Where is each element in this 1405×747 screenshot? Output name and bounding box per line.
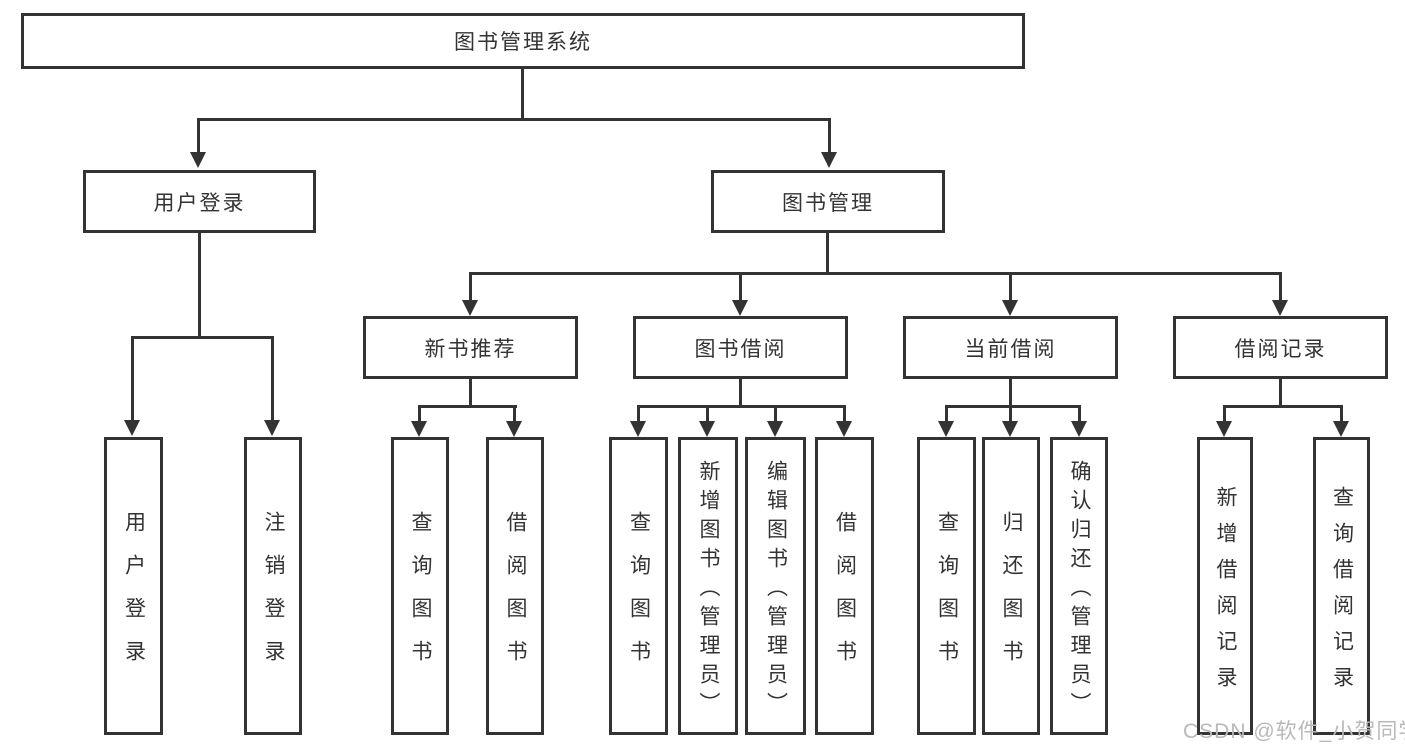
connector-stem-nbr-query xyxy=(418,405,421,422)
connector-bb-split xyxy=(637,405,846,408)
connector-br-split xyxy=(1223,405,1343,408)
leaf-bb-borrow-books: 借阅图书 xyxy=(815,437,874,735)
leaf-nbr-query-books-label: 查询图书 xyxy=(409,511,432,683)
connector-stem-cb-return xyxy=(1009,405,1012,422)
connector-stem-nbr-borrow xyxy=(513,405,516,422)
leaf-br-query-record-label: 查询借阅记录 xyxy=(1330,485,1354,702)
connector-cb-stub xyxy=(1009,377,1012,407)
arrowhead-cb-confirm xyxy=(1071,421,1087,437)
arrowhead-bb-query xyxy=(630,421,646,437)
node-book-borrowing: 图书借阅 xyxy=(633,316,848,379)
arrowhead-bb-edit xyxy=(767,421,783,437)
connector-stem-current-borrowing xyxy=(1009,272,1012,302)
leaf-logout: 注销登录 xyxy=(244,437,302,735)
connector-nbr-split xyxy=(418,405,517,408)
connector-stem-bb-borrow xyxy=(843,405,846,422)
leaf-bb-borrow-books-label: 借阅图书 xyxy=(833,511,857,683)
connector-stem-book-management xyxy=(828,118,831,156)
leaf-br-query-record: 查询借阅记录 xyxy=(1313,437,1370,735)
arrowhead-borrow-records xyxy=(1272,300,1288,316)
connector-book-management-stub xyxy=(826,231,829,275)
connector-stem-cb-confirm xyxy=(1078,405,1081,422)
connector-stem-new-book-recommend xyxy=(469,272,472,302)
arrowhead-br-add xyxy=(1216,421,1232,437)
leaf-cb-confirm-return-admin: 确认归还（管理员） xyxy=(1050,437,1108,735)
arrowhead-cb-query xyxy=(938,421,954,437)
leaf-user-login: 用户登录 xyxy=(104,437,163,735)
arrowhead-nbr-borrow xyxy=(506,421,522,437)
connector-stem-user-login xyxy=(197,118,200,156)
connector-stem-login xyxy=(131,336,134,422)
csdn-watermark: CSDN @软件_小贺同学 xyxy=(1183,720,1405,743)
leaf-bb-query-books-label: 查询图书 xyxy=(627,511,651,683)
connector-stem-br-add xyxy=(1223,405,1226,422)
leaf-logout-label: 注销登录 xyxy=(262,511,285,683)
leaf-cb-return-books-label: 归还图书 xyxy=(1000,511,1023,683)
arrowhead-current-borrowing xyxy=(1002,300,1018,316)
leaf-br-add-record-label: 新增借阅记录 xyxy=(1214,485,1237,702)
connector-nbr-stub xyxy=(469,377,472,407)
arrowhead-book-management xyxy=(821,152,837,168)
connector-stem-logout xyxy=(271,336,274,422)
leaf-bb-edit-books-admin: 编辑图书（管理员） xyxy=(745,437,806,735)
leaf-nbr-borrow-books-label: 借阅图书 xyxy=(504,511,527,683)
connector-book-management-split xyxy=(469,272,1282,275)
node-user-login: 用户登录 xyxy=(83,170,316,233)
connector-br-stub xyxy=(1279,377,1282,407)
leaf-nbr-borrow-books: 借阅图书 xyxy=(486,437,544,735)
connector-root-split xyxy=(197,118,831,121)
connector-user-login-split xyxy=(131,336,274,339)
node-book-management: 图书管理 xyxy=(711,170,945,233)
arrowhead-login xyxy=(124,420,140,436)
leaf-user-login-label: 用户登录 xyxy=(122,511,146,683)
leaf-bb-add-books-admin: 新增图书（管理员） xyxy=(678,437,738,735)
leaf-cb-return-books: 归还图书 xyxy=(982,437,1040,735)
arrowhead-br-query xyxy=(1333,421,1349,437)
arrowhead-logout xyxy=(264,420,280,436)
arrowhead-bb-add xyxy=(699,421,715,437)
connector-root-stub xyxy=(521,66,524,120)
arrowhead-book-borrowing xyxy=(732,300,748,316)
leaf-cb-query-books: 查询图书 xyxy=(917,437,976,735)
connector-cb-split xyxy=(945,405,1081,408)
arrowhead-cb-return xyxy=(1002,421,1018,437)
leaf-nbr-query-books: 查询图书 xyxy=(391,437,449,735)
leaf-cb-confirm-return-admin-label: 确认归还（管理员） xyxy=(1068,459,1091,721)
node-borrow-records: 借阅记录 xyxy=(1173,316,1388,379)
leaf-cb-query-books-label: 查询图书 xyxy=(935,511,959,683)
connector-user-login-stub xyxy=(198,231,201,336)
leaf-bb-add-books-admin-label: 新增图书（管理员） xyxy=(697,459,720,721)
arrowhead-user-login xyxy=(190,152,206,168)
leaf-bb-edit-books-admin-label: 编辑图书（管理员） xyxy=(764,459,788,721)
node-library-system: 图书管理系统 xyxy=(21,13,1025,69)
connector-stem-cb-query xyxy=(945,405,948,422)
connector-stem-borrow-records xyxy=(1279,272,1282,302)
connector-stem-bb-query xyxy=(637,405,640,422)
connector-stem-bb-add xyxy=(706,405,709,422)
connector-stem-book-borrowing xyxy=(739,272,742,302)
leaf-br-add-record: 新增借阅记录 xyxy=(1197,437,1253,735)
arrowhead-nbr-query xyxy=(411,421,427,437)
arrowhead-new-book-recommend xyxy=(462,300,478,316)
node-current-borrowing: 当前借阅 xyxy=(903,316,1118,379)
connector-bb-stub xyxy=(739,377,742,407)
leaf-bb-query-books: 查询图书 xyxy=(609,437,668,735)
node-new-book-recommend: 新书推荐 xyxy=(363,316,578,379)
arrowhead-bb-borrow xyxy=(836,421,852,437)
connector-stem-br-query xyxy=(1340,405,1343,422)
connector-stem-bb-edit xyxy=(774,405,777,422)
